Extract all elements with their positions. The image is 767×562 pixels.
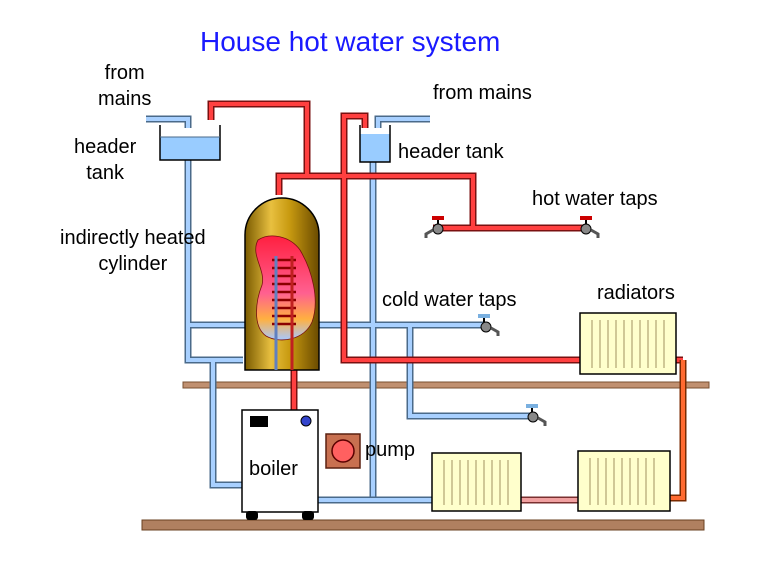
- from-mains-left-label: from mains: [98, 62, 152, 110]
- boiler-label: boiler: [249, 458, 298, 480]
- radiators-label: radiators: [597, 282, 675, 304]
- boiler-icon: [241, 409, 319, 520]
- heating-coil: [272, 256, 296, 370]
- radiator-icon: [577, 450, 671, 512]
- pump-icon: [325, 433, 361, 469]
- right-header-tank: [359, 125, 391, 163]
- header-tank-right-label: header tank: [398, 141, 504, 163]
- heating-circuit-pipes: [318, 360, 687, 504]
- cylinder-label: indirectly heated cylinder: [60, 227, 206, 275]
- tap-icon: [526, 404, 547, 426]
- diagram-title: House hot water system: [200, 26, 501, 57]
- hot-water-taps-label: hot water taps: [532, 188, 658, 210]
- from-mains-right-label: from mains: [433, 82, 532, 104]
- pump-label: pump: [365, 439, 416, 461]
- indirectly-heated-cylinder: [244, 197, 320, 371]
- hot-water-pipes: [207, 100, 683, 410]
- ground-floor: [141, 519, 705, 531]
- radiator-icon: [431, 452, 522, 512]
- tap-icon: [580, 216, 600, 238]
- header-tank-left-label: header tank: [74, 136, 137, 184]
- tap-icon: [478, 314, 500, 336]
- left-header-tank: [159, 125, 221, 161]
- cold-water-taps-label: cold water taps: [382, 289, 517, 311]
- upper-floor: [182, 381, 710, 389]
- cold-water-pipes: [146, 115, 532, 504]
- radiator-icon: [579, 312, 677, 375]
- tap-icon: [424, 216, 444, 238]
